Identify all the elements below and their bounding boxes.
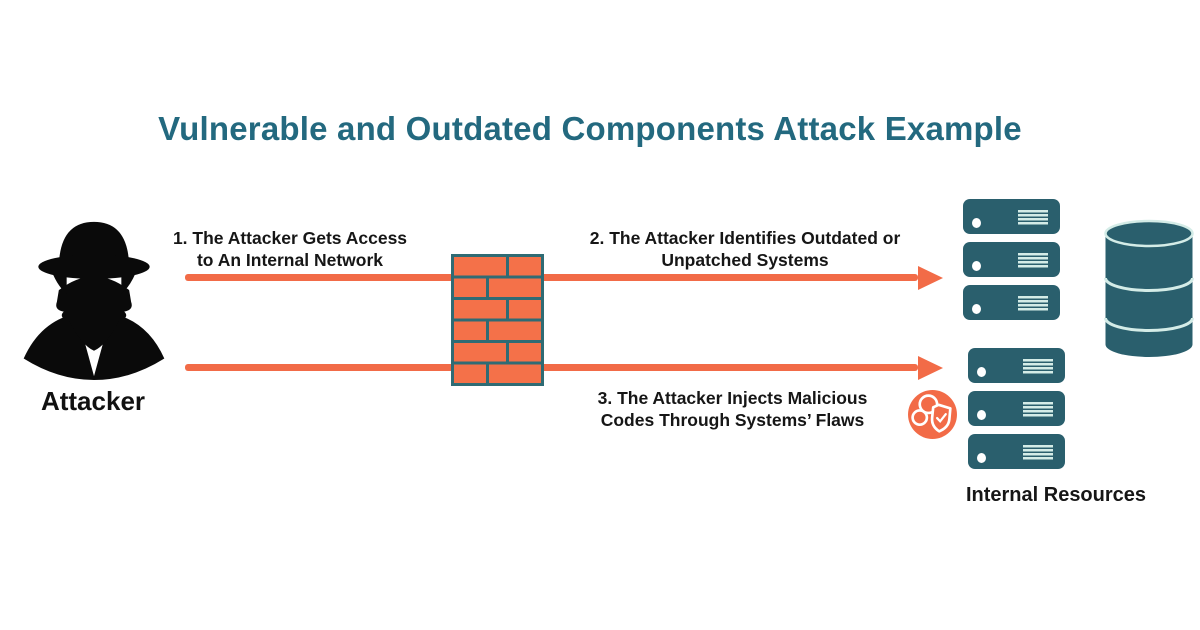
step3-label: 3. The Attacker Injects Malicious Codes … [560, 387, 905, 431]
server-vents-icon [1023, 402, 1053, 417]
server-led [977, 453, 986, 463]
step3-line2: Codes Through Systems’ Flaws [600, 410, 865, 430]
brick-wall-icon [451, 254, 544, 386]
server-icon [968, 348, 1065, 383]
step1-line1: 1. The Attacker Gets Access [172, 228, 408, 248]
internal-resources-label: Internal Resources [965, 484, 1147, 506]
arrow-right-icon [918, 356, 943, 380]
arrow-right-icon [918, 266, 943, 290]
server-led [972, 261, 981, 271]
step1-line2: to An Internal Network [196, 250, 384, 270]
server-vents-icon [1023, 445, 1053, 460]
step2-line1: 2. The Attacker Identifies Outdated or [589, 228, 901, 248]
server-vents-icon [1018, 296, 1048, 311]
server-led [972, 218, 981, 228]
server-icon [963, 199, 1060, 234]
arrow-2-line [185, 364, 918, 371]
database-icon [1104, 219, 1194, 357]
server-vents-icon [1018, 253, 1048, 268]
attacker-label: Attacker [40, 386, 146, 416]
server-icon [968, 391, 1065, 426]
page-title: Vulnerable and Outdated Components Attac… [158, 110, 1022, 147]
malware-shield-icon [908, 390, 957, 439]
step2-label: 2. The Attacker Identifies Outdated or U… [552, 227, 938, 271]
arrow-1-line [185, 274, 918, 281]
server-led [977, 367, 986, 377]
server-icon [963, 285, 1060, 320]
server-vents-icon [1018, 210, 1048, 225]
server-vents-icon [1023, 359, 1053, 374]
spy-icon [23, 221, 165, 381]
server-icon [968, 434, 1065, 469]
step3-line1: 3. The Attacker Injects Malicious [597, 388, 868, 408]
step1-label: 1. The Attacker Gets Access to An Intern… [140, 227, 440, 271]
step2-line2: Unpatched Systems [661, 250, 829, 270]
server-led [977, 410, 986, 420]
server-icon [963, 242, 1060, 277]
server-led [972, 304, 981, 314]
